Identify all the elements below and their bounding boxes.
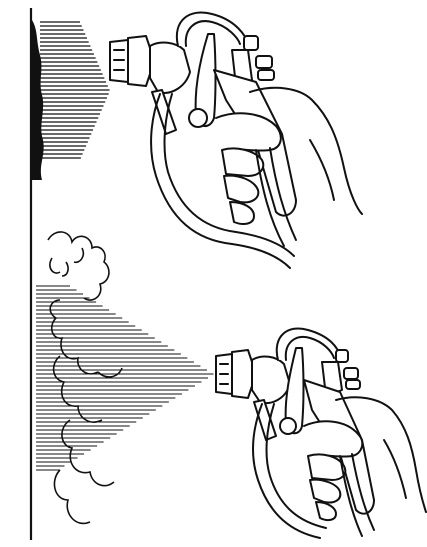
spray-pattern-close: [40, 21, 110, 159]
spray-pattern-distant: [36, 285, 214, 471]
spray-gun-bottom: [215, 327, 427, 539]
overspray-cloud: [47, 231, 123, 525]
spray-gun-top: [109, 11, 363, 269]
paint-buildup: [32, 20, 44, 180]
